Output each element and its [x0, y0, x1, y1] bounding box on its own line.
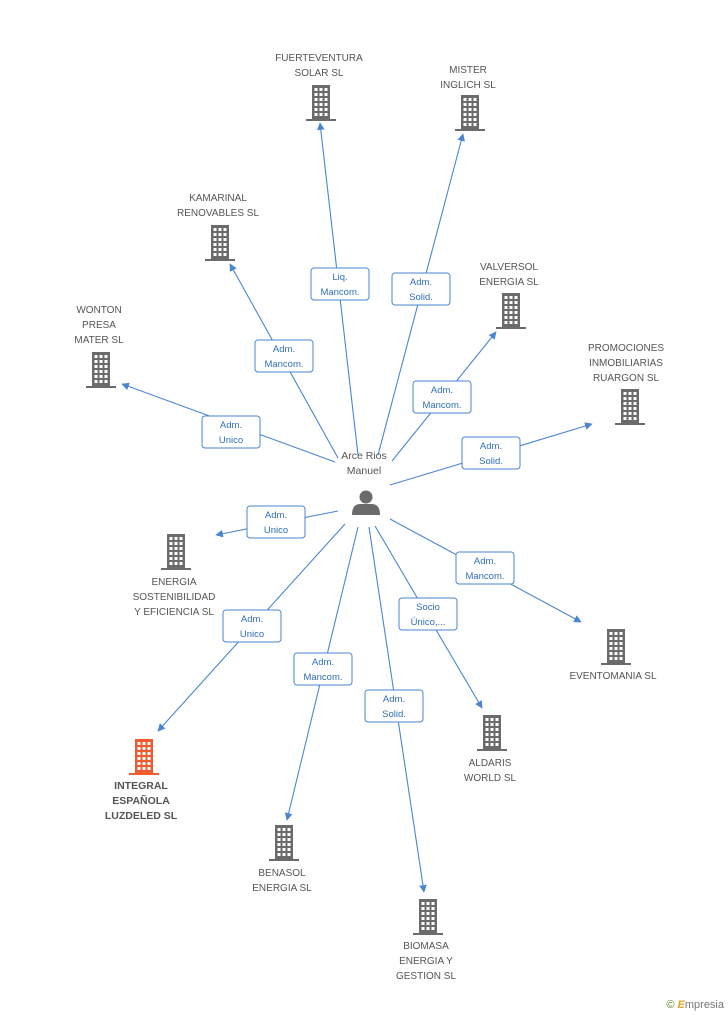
relation-label-benasol: Adm. Mancom.: [293, 652, 353, 686]
company-name-wonton: WONTON: [76, 305, 121, 316]
person-name: Arce Rios: [341, 450, 387, 462]
brand-name: mpresia: [684, 999, 724, 1011]
company-name-kamarinal: KAMARINAL: [189, 193, 247, 204]
company-name-fuerteventura: SOLAR SL: [295, 68, 344, 79]
company-name-benasol: BENASOL: [258, 868, 306, 879]
relation-label-biomasa: Adm. Solid.: [364, 689, 424, 723]
company-name-mister: MISTER: [449, 65, 487, 76]
relation-label-text: Solid.: [479, 456, 503, 467]
company-name-integral: LUZDELED SL: [105, 810, 178, 822]
relation-label-text: Mancom.: [303, 672, 342, 683]
relation-label-text: Adm.: [241, 614, 263, 625]
building-icon: [601, 629, 631, 665]
relation-label-box: [222, 609, 282, 643]
company-name-fuerteventura: FUERTEVENTURA: [275, 53, 363, 64]
relation-label-text: Unico: [264, 525, 288, 536]
relation-label-text: Mancom.: [264, 359, 303, 370]
relation-label-kamarinal: Adm. Mancom.: [254, 339, 314, 373]
brand-footer: © Empresia: [666, 999, 724, 1011]
relation-label-box: [254, 339, 314, 373]
relation-label-text: Mancom.: [422, 400, 461, 411]
relation-label-box: [461, 436, 521, 470]
copyright-symbol: ©: [666, 999, 675, 1011]
person-icon: [352, 490, 380, 515]
relation-label-mister: Adm. Solid.: [391, 272, 451, 306]
company-name-valversol: VALVERSOL: [480, 262, 538, 273]
relation-label-text: Adm.: [383, 694, 405, 705]
relation-label-fuerteventura: Liq. Mancom.: [310, 267, 370, 301]
relation-label-text: Adm.: [265, 510, 287, 521]
brand-initial: E: [677, 999, 685, 1011]
relation-label-box: [201, 415, 261, 449]
relation-label-valversol: Adm. Mancom.: [412, 380, 472, 414]
relation-label-box: [412, 380, 472, 414]
nodes-layer: FUERTEVENTURA SOLAR SL MISTER INGLICH SL KAM…: [74, 53, 664, 982]
company-name-biomasa: BIOMASA: [403, 941, 449, 952]
relation-label-text: Unico: [240, 629, 264, 640]
building-icon: [477, 715, 507, 751]
relation-label-text: Adm.: [431, 385, 453, 396]
relation-label-integral: Adm. Unico: [222, 609, 282, 643]
building-icon: [615, 389, 645, 425]
company-name-aldaris: WORLD SL: [464, 773, 517, 784]
relation-label-aldaris: SocioÚnico,...: [398, 597, 458, 631]
relation-label-text: Unico: [219, 435, 243, 446]
relation-label-text: Adm.: [410, 277, 432, 288]
relation-label-text: Adm.: [312, 657, 334, 668]
building-icon: [129, 739, 159, 775]
relation-label-text: Único,...: [411, 617, 446, 628]
building-icon: [306, 85, 336, 121]
company-name-promociones: RUARGON SL: [593, 373, 660, 384]
relation-label-text: Liq.: [332, 272, 347, 283]
company-name-promociones: INMOBILIARIAS: [589, 358, 663, 369]
company-name-energia_sost: SOSTENIBILIDAD: [133, 592, 216, 603]
relation-label-box: [455, 551, 515, 585]
company-name-wonton: PRESA: [82, 320, 116, 331]
relation-label-energia_sost: Adm. Unico: [246, 505, 306, 539]
relation-label-box: [398, 597, 458, 631]
relation-label-text: Solid.: [409, 292, 433, 303]
company-name-benasol: ENERGIA SL: [252, 883, 312, 894]
relation-label-text: Mancom.: [465, 571, 504, 582]
relation-label-box: [293, 652, 353, 686]
edge-labels-layer: Liq. Mancom. Adm. Solid. Adm. Mancom. Adm. Manc…: [201, 267, 521, 723]
relation-label-box: [310, 267, 370, 301]
relation-label-text: Adm.: [273, 344, 295, 355]
company-name-integral: ESPAÑOLA: [112, 794, 170, 807]
company-name-energia_sost: Y EFICIENCIA SL: [134, 607, 214, 618]
building-icon: [413, 899, 443, 935]
company-name-aldaris: ALDARIS: [469, 758, 512, 769]
company-name-energia_sost: ENERGIA: [151, 577, 196, 588]
building-icon: [205, 225, 235, 261]
relation-label-box: [246, 505, 306, 539]
building-icon: [161, 534, 191, 570]
person-name: Manuel: [347, 465, 381, 477]
company-name-integral: INTEGRAL: [114, 780, 168, 792]
company-name-mister: INGLICH SL: [440, 80, 496, 91]
relation-label-text: Adm.: [220, 420, 242, 431]
building-icon: [269, 825, 299, 861]
company-name-valversol: ENERGIA SL: [479, 277, 539, 288]
relation-label-eventomania: Adm. Mancom.: [455, 551, 515, 585]
company-name-kamarinal: RENOVABLES SL: [177, 208, 260, 219]
relation-label-text: Mancom.: [320, 287, 359, 298]
building-icon: [455, 95, 485, 131]
company-name-biomasa: GESTION SL: [396, 971, 456, 982]
relation-label-text: Adm.: [474, 556, 496, 567]
company-name-wonton: MATER SL: [74, 335, 124, 346]
building-icon: [86, 352, 116, 388]
relation-label-text: Adm.: [480, 441, 502, 452]
relation-label-wonton: Adm. Unico: [201, 415, 261, 449]
company-name-promociones: PROMOCIONES: [588, 343, 664, 354]
relation-label-box: [391, 272, 451, 306]
company-name-eventomania: EVENTOMANIA SL: [569, 671, 657, 682]
relation-label-box: [364, 689, 424, 723]
building-icon: [496, 293, 526, 329]
relation-label-text: Socio: [416, 602, 440, 613]
company-name-biomasa: ENERGIA Y: [399, 956, 453, 967]
relation-label-promociones: Adm. Solid.: [461, 436, 521, 470]
relation-label-text: Solid.: [382, 709, 406, 720]
